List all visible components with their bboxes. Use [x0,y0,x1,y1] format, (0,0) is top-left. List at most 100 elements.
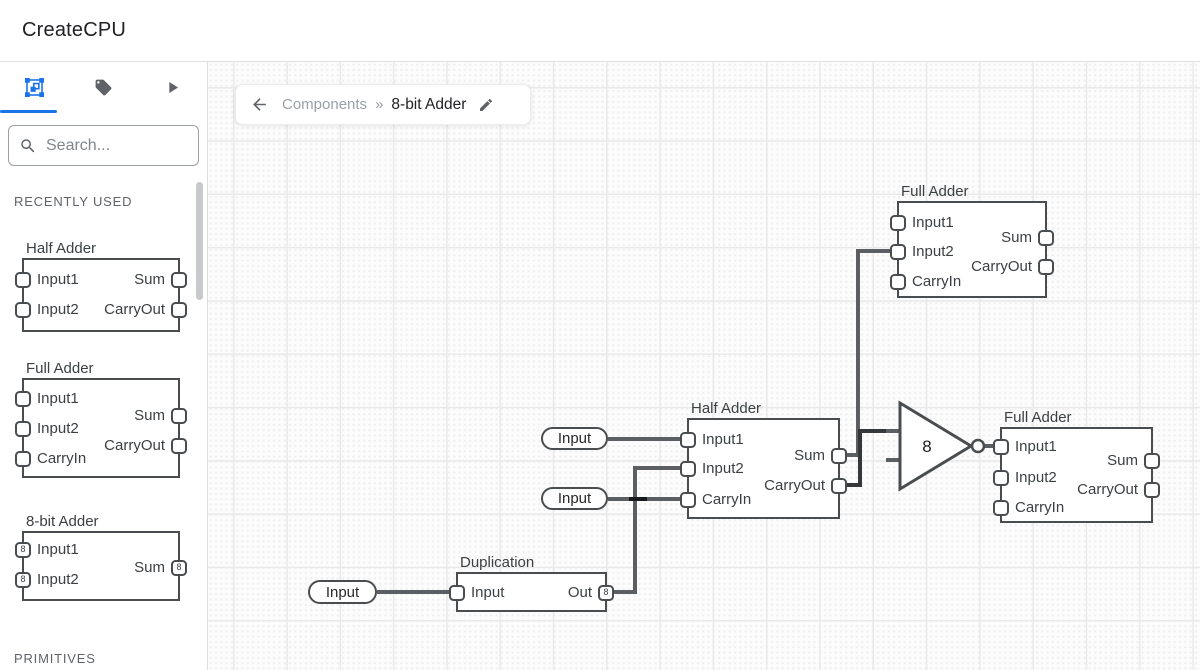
port-label: Input1 [37,390,79,407]
app-header: CreateCPU [0,0,1200,62]
port-carryin[interactable] [890,273,906,290]
port-carryout[interactable] [1038,258,1054,275]
tag-icon [95,79,112,95]
port-sum[interactable] [831,447,847,464]
wire[interactable] [613,466,684,594]
app-title: CreateCPU [22,19,127,41]
port-label: Input1 [37,541,79,558]
port-label: CarryOut [104,301,165,318]
port-label: Sum [1001,229,1032,246]
component-icon [25,77,44,97]
port-input1[interactable]: 8 [15,541,31,558]
port-label: Sum [134,407,165,424]
breadcrumb-path[interactable]: Components [282,96,368,113]
back-arrow-icon[interactable] [250,95,269,114]
port-input1[interactable] [680,431,696,448]
port-label: CarryOut [1077,481,1138,498]
component-title: Full Adder [26,360,94,377]
component-title: 8-bit Adder [26,513,99,530]
port-input2[interactable]: 8 [15,571,31,588]
component-title: Full Adder [1004,409,1072,426]
edit-pencil-icon[interactable] [478,97,494,113]
port-input[interactable] [449,584,465,601]
port-label: CarryOut [764,477,825,494]
breadcrumb-current: 8-bit Adder [391,95,467,113]
port-input2[interactable] [890,243,906,260]
port-input2[interactable] [680,460,696,477]
port-sum[interactable] [1144,452,1160,469]
port-label: Input1 [912,214,954,231]
section-primitives: PRIMITIVES [14,651,96,666]
component-title: Full Adder [901,183,969,200]
search-box[interactable] [8,125,199,166]
port-label: Input2 [1015,469,1057,486]
port-input1[interactable] [993,438,1009,455]
wire-layer: 8 [377,249,999,594]
wire[interactable] [845,429,898,487]
port-carryin[interactable] [15,450,31,467]
breadcrumb: Components » 8-bit Adder [235,84,531,125]
port-label: CarryIn [1015,499,1065,516]
port-label: CarryOut [971,258,1032,275]
port-input1[interactable] [15,390,31,407]
input-pill[interactable]: Input [308,580,377,604]
sidebar-scrollbar[interactable] [196,182,203,300]
port-label: Input2 [702,460,744,477]
tab-components[interactable] [0,62,69,112]
component-title: Half Adder [26,240,97,257]
port-sum[interactable]: 8 [171,559,187,576]
active-tab-indicator [0,110,57,113]
port-out[interactable]: 8 [598,584,614,601]
port-input1[interactable] [15,271,31,288]
input-pill[interactable]: Input [541,427,608,450]
port-label: Input2 [37,571,79,588]
port-label: Input2 [37,301,79,318]
input-pill[interactable]: Input [541,487,608,510]
port-input2[interactable] [15,301,31,318]
sidebar-tabs [0,62,207,113]
gate-triangle[interactable] [898,400,974,492]
port-label: Input1 [702,431,744,448]
wire[interactable] [845,249,894,457]
port-input2[interactable] [993,469,1009,486]
port-label: Input [471,584,505,601]
port-label: Sum [134,271,165,288]
component-title: Duplication [460,554,535,571]
port-label: Out [567,584,592,601]
port-carryin[interactable] [993,499,1009,516]
port-input2[interactable] [15,420,31,437]
port-input1[interactable] [890,214,906,231]
breadcrumb-separator: » [375,96,384,113]
port-carryout[interactable] [831,477,847,494]
port-label: Input1 [37,271,79,288]
port-carryout[interactable] [1144,481,1160,498]
port-label: Input2 [912,243,954,260]
port-label: CarryIn [37,450,87,467]
port-sum[interactable] [171,271,187,288]
section-recently-used: RECENTLY USED [14,194,133,209]
port-sum[interactable] [171,407,187,424]
port-sum[interactable] [1038,229,1054,246]
tab-labels[interactable] [69,62,138,112]
gate-bus-width-label: 8 [922,437,931,456]
tab-run[interactable] [138,62,207,112]
port-carryout[interactable] [171,301,187,318]
port-label: Sum [134,559,165,576]
port-carryin[interactable] [680,491,696,508]
search-icon [21,138,35,152]
port-label: CarryIn [912,273,962,290]
search-input[interactable] [46,136,188,155]
port-label: Input2 [37,420,79,437]
component-title: Half Adder [691,400,762,417]
port-label: CarryOut [104,437,165,454]
port-carryout[interactable] [171,437,187,454]
